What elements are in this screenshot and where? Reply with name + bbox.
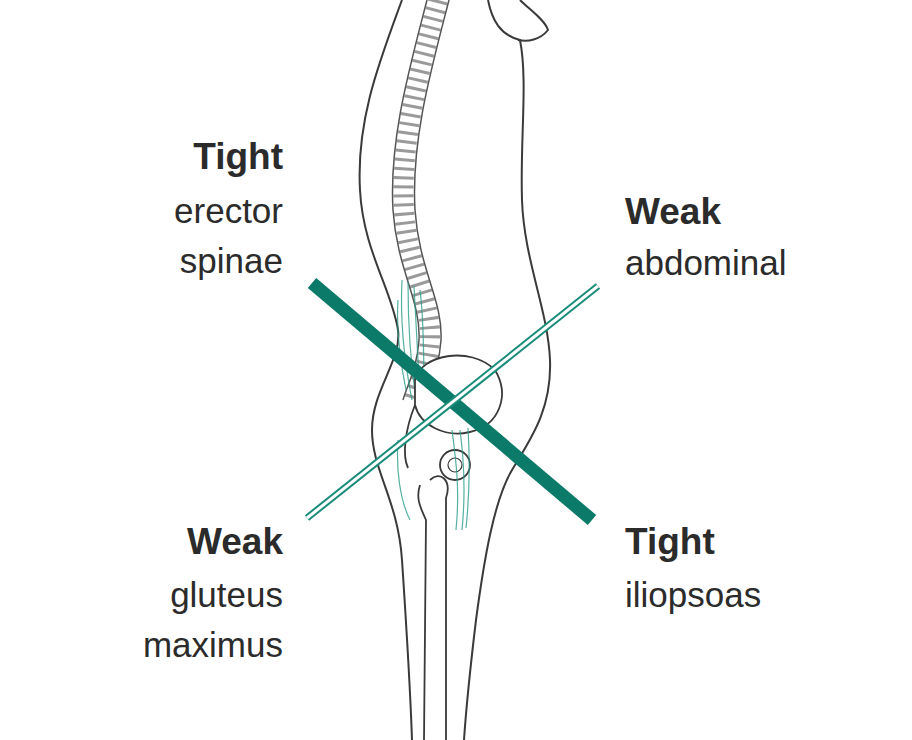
muscle-name: iliopsoas [625,570,845,620]
muscle-status: Tight [625,518,825,566]
femur-shaft [418,476,447,740]
chin-outline [518,0,548,41]
hip-muscle [398,428,470,530]
spine-column [403,0,438,400]
back-outline [360,0,412,740]
muscle-status: Tight [83,133,283,181]
spine-edge [392,0,427,400]
weak-cross-line-core [307,286,598,518]
muscle-name: gluteus maximus [103,570,283,670]
muscle-name: erector spinae [113,186,283,286]
muscle-status: Weak [625,188,825,236]
muscle-name: abdominal [625,238,845,288]
femur-head [448,458,462,472]
muscle-status: Weak [83,518,283,566]
weak-cross-line [307,286,598,518]
spine-edge [414,0,449,400]
